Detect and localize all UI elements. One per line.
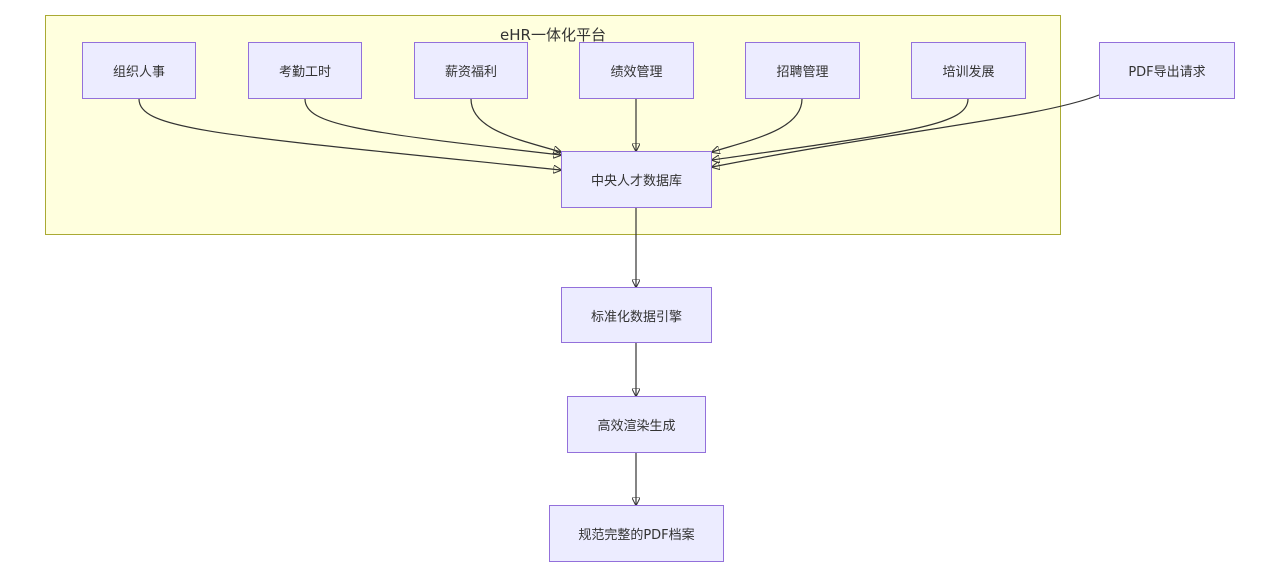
node-talent-db: 中央人才数据库 bbox=[561, 151, 712, 208]
edge-training-to-db bbox=[712, 98, 969, 160]
node-salary: 薪资福利 bbox=[414, 42, 528, 99]
node-training: 培训发展 bbox=[911, 42, 1026, 99]
node-engine: 标准化数据引擎 bbox=[561, 287, 712, 343]
node-render: 高效渲染生成 bbox=[567, 396, 706, 453]
edge-attendance-to-db bbox=[304, 98, 561, 155]
node-recruit: 招聘管理 bbox=[745, 42, 860, 99]
ehr-platform-subgraph: eHR一体化平台 bbox=[45, 15, 1061, 235]
node-attendance: 考勤工时 bbox=[248, 42, 362, 99]
edge-recruit-to-db bbox=[712, 98, 803, 152]
node-archive: 规范完整的PDF档案 bbox=[549, 505, 724, 562]
edge-pdf-request-to-db bbox=[712, 94, 1100, 167]
edge-org-to-db bbox=[138, 98, 561, 170]
node-org: 组织人事 bbox=[82, 42, 196, 99]
edge-salary-to-db bbox=[470, 98, 561, 152]
node-performance: 绩效管理 bbox=[579, 42, 694, 99]
node-pdf-request: PDF导出请求 bbox=[1099, 42, 1235, 99]
subgraph-title: eHR一体化平台 bbox=[500, 26, 606, 44]
